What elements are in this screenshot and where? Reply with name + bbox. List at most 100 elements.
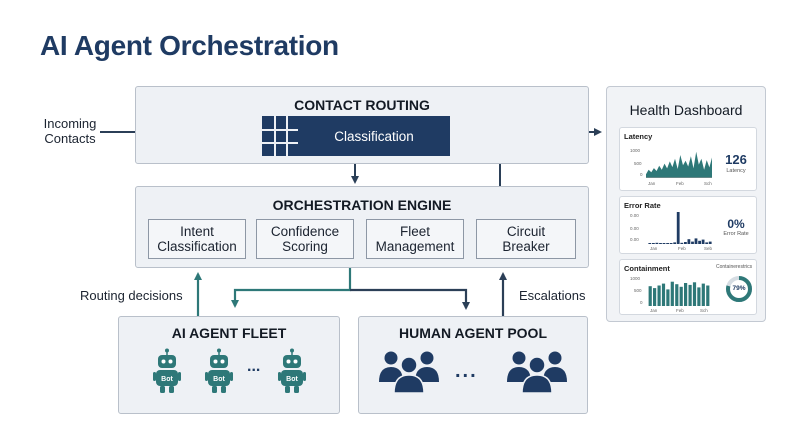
- bot-leg: [169, 386, 174, 393]
- containment-bar: [692, 282, 697, 306]
- containment-y-tick: 500: [634, 288, 642, 293]
- bot-antenna-tip: [290, 348, 294, 353]
- bot-icon: Bot: [205, 348, 233, 393]
- latency-chart: [646, 151, 712, 178]
- bot-eye: [286, 359, 291, 364]
- bot-arm: [303, 372, 306, 381]
- containment-bar: [661, 283, 666, 306]
- containment-x-tick: Jan: [650, 308, 658, 313]
- error-rate-value: 0%: [727, 217, 745, 231]
- containment-gauge: [726, 276, 752, 302]
- error-rate-bar: [698, 240, 701, 244]
- containment-bar: [657, 285, 661, 306]
- latency-card[interactable]: Latency 1000 500 0 Jan Feb Sch 126 Laten…: [619, 127, 757, 191]
- containment-card-title: Containment: [624, 264, 670, 273]
- bot-eye: [213, 359, 218, 364]
- containment-bar: [666, 289, 670, 306]
- error-rate-bar: [701, 239, 705, 244]
- bot-arm: [230, 372, 233, 381]
- error-rate-bar: [673, 242, 677, 244]
- error-rate-bar: [684, 242, 687, 244]
- human-group-icon: [379, 351, 439, 394]
- latency-value-label: Latency: [726, 168, 746, 174]
- health-dashboard-title: Health Dashboard: [629, 102, 743, 118]
- escalations-label: Escalations: [519, 288, 586, 303]
- error-rate-bar: [669, 243, 673, 244]
- bot-icon: Bot: [153, 348, 181, 393]
- bot-label: Bot: [161, 376, 173, 383]
- latency-x-tick: Jan: [648, 181, 656, 186]
- bot-antenna-tip: [217, 348, 221, 353]
- bot-arm: [278, 372, 281, 381]
- routing-decisions-label: Routing decisions: [80, 288, 183, 303]
- bot-head: [210, 355, 228, 368]
- containment-bar: [653, 288, 657, 306]
- containment-gauge-value: 79%: [732, 285, 746, 292]
- containment-bar: [648, 286, 652, 306]
- error-rate-y-tick: 0.00: [630, 226, 639, 231]
- latency-value: 126: [725, 152, 747, 167]
- ai-fleet-ellipsis: ...: [247, 358, 261, 375]
- error-rate-chart: [648, 212, 712, 244]
- error-rate-x-tick: Seb: [704, 246, 713, 251]
- bot-head: [158, 355, 176, 368]
- containment-bar: [684, 283, 688, 306]
- bot-antenna-tip: [165, 348, 169, 353]
- containment-bar: [675, 284, 679, 306]
- containment-card[interactable]: Containment Containerestrics 1000 500 0 …: [619, 259, 757, 315]
- human-agent-pool-panel: HUMAN AGENT POOL: [358, 316, 588, 414]
- bot-arm: [205, 372, 208, 381]
- containment-bar: [679, 286, 683, 306]
- bot-leg: [294, 386, 299, 393]
- error-rate-bar: [705, 242, 709, 244]
- bot-body: [208, 370, 230, 386]
- gauge-arc: [726, 276, 752, 302]
- bot-arm: [153, 372, 156, 381]
- ai-agent-fleet-heading: AI AGENT FLEET: [171, 325, 287, 341]
- error-rate-bar: [694, 238, 698, 244]
- incoming-contacts-label: Incoming Contacts: [43, 116, 97, 146]
- error-rate-bar: [708, 241, 712, 244]
- containment-y-tick: 1000: [630, 276, 641, 281]
- error-rate-bar: [652, 243, 655, 244]
- latency-y-tick: 0: [640, 172, 643, 177]
- containment-chart: [648, 281, 710, 306]
- error-rate-bar: [662, 243, 666, 244]
- bot-icon: Bot: [278, 348, 306, 393]
- latency-x-tick: Sch: [704, 181, 712, 186]
- error-rate-bar: [691, 241, 694, 244]
- latency-x-tick: Feb: [676, 181, 684, 186]
- error-rate-value-label: Error Rate: [723, 231, 749, 237]
- error-rate-bar: [666, 243, 669, 244]
- classification-box[interactable]: Classification: [298, 116, 450, 156]
- contact-routing-heading: CONTACT ROUTING: [294, 97, 430, 113]
- containment-bar: [697, 287, 701, 306]
- error-rate-card[interactable]: Error Rate 0.00 0.00 0.00 Jan Feb Seb 0%…: [619, 196, 757, 254]
- human-group-icon: [507, 351, 567, 394]
- error-rate-card-title: Error Rate: [624, 201, 661, 210]
- error-rate-x-tick: Feb: [678, 246, 686, 251]
- health-dashboard-panel: Health Dashboard Latency 1000 500 0 Jan …: [606, 86, 766, 322]
- bot-leg: [285, 386, 290, 393]
- bot-body: [281, 370, 303, 386]
- human-pool-ellipsis: ...: [455, 360, 478, 382]
- bot-head: [283, 355, 301, 368]
- containment-y-tick: 0: [640, 300, 643, 305]
- ai-agent-fleet-panel: AI AGENT FLEET: [118, 316, 340, 414]
- containment-x-tick: Sch: [700, 308, 708, 313]
- error-rate-bar: [659, 243, 662, 244]
- bot-eye: [168, 359, 173, 364]
- error-rate-bar: [655, 242, 659, 244]
- bot-label: Bot: [286, 376, 298, 383]
- bot-eye: [161, 359, 166, 364]
- bot-eye: [220, 359, 225, 364]
- containment-bar: [701, 283, 705, 306]
- error-rate-bar: [680, 242, 684, 244]
- page-title: AI Agent Orchestration: [40, 30, 339, 61]
- latency-area: [646, 151, 712, 178]
